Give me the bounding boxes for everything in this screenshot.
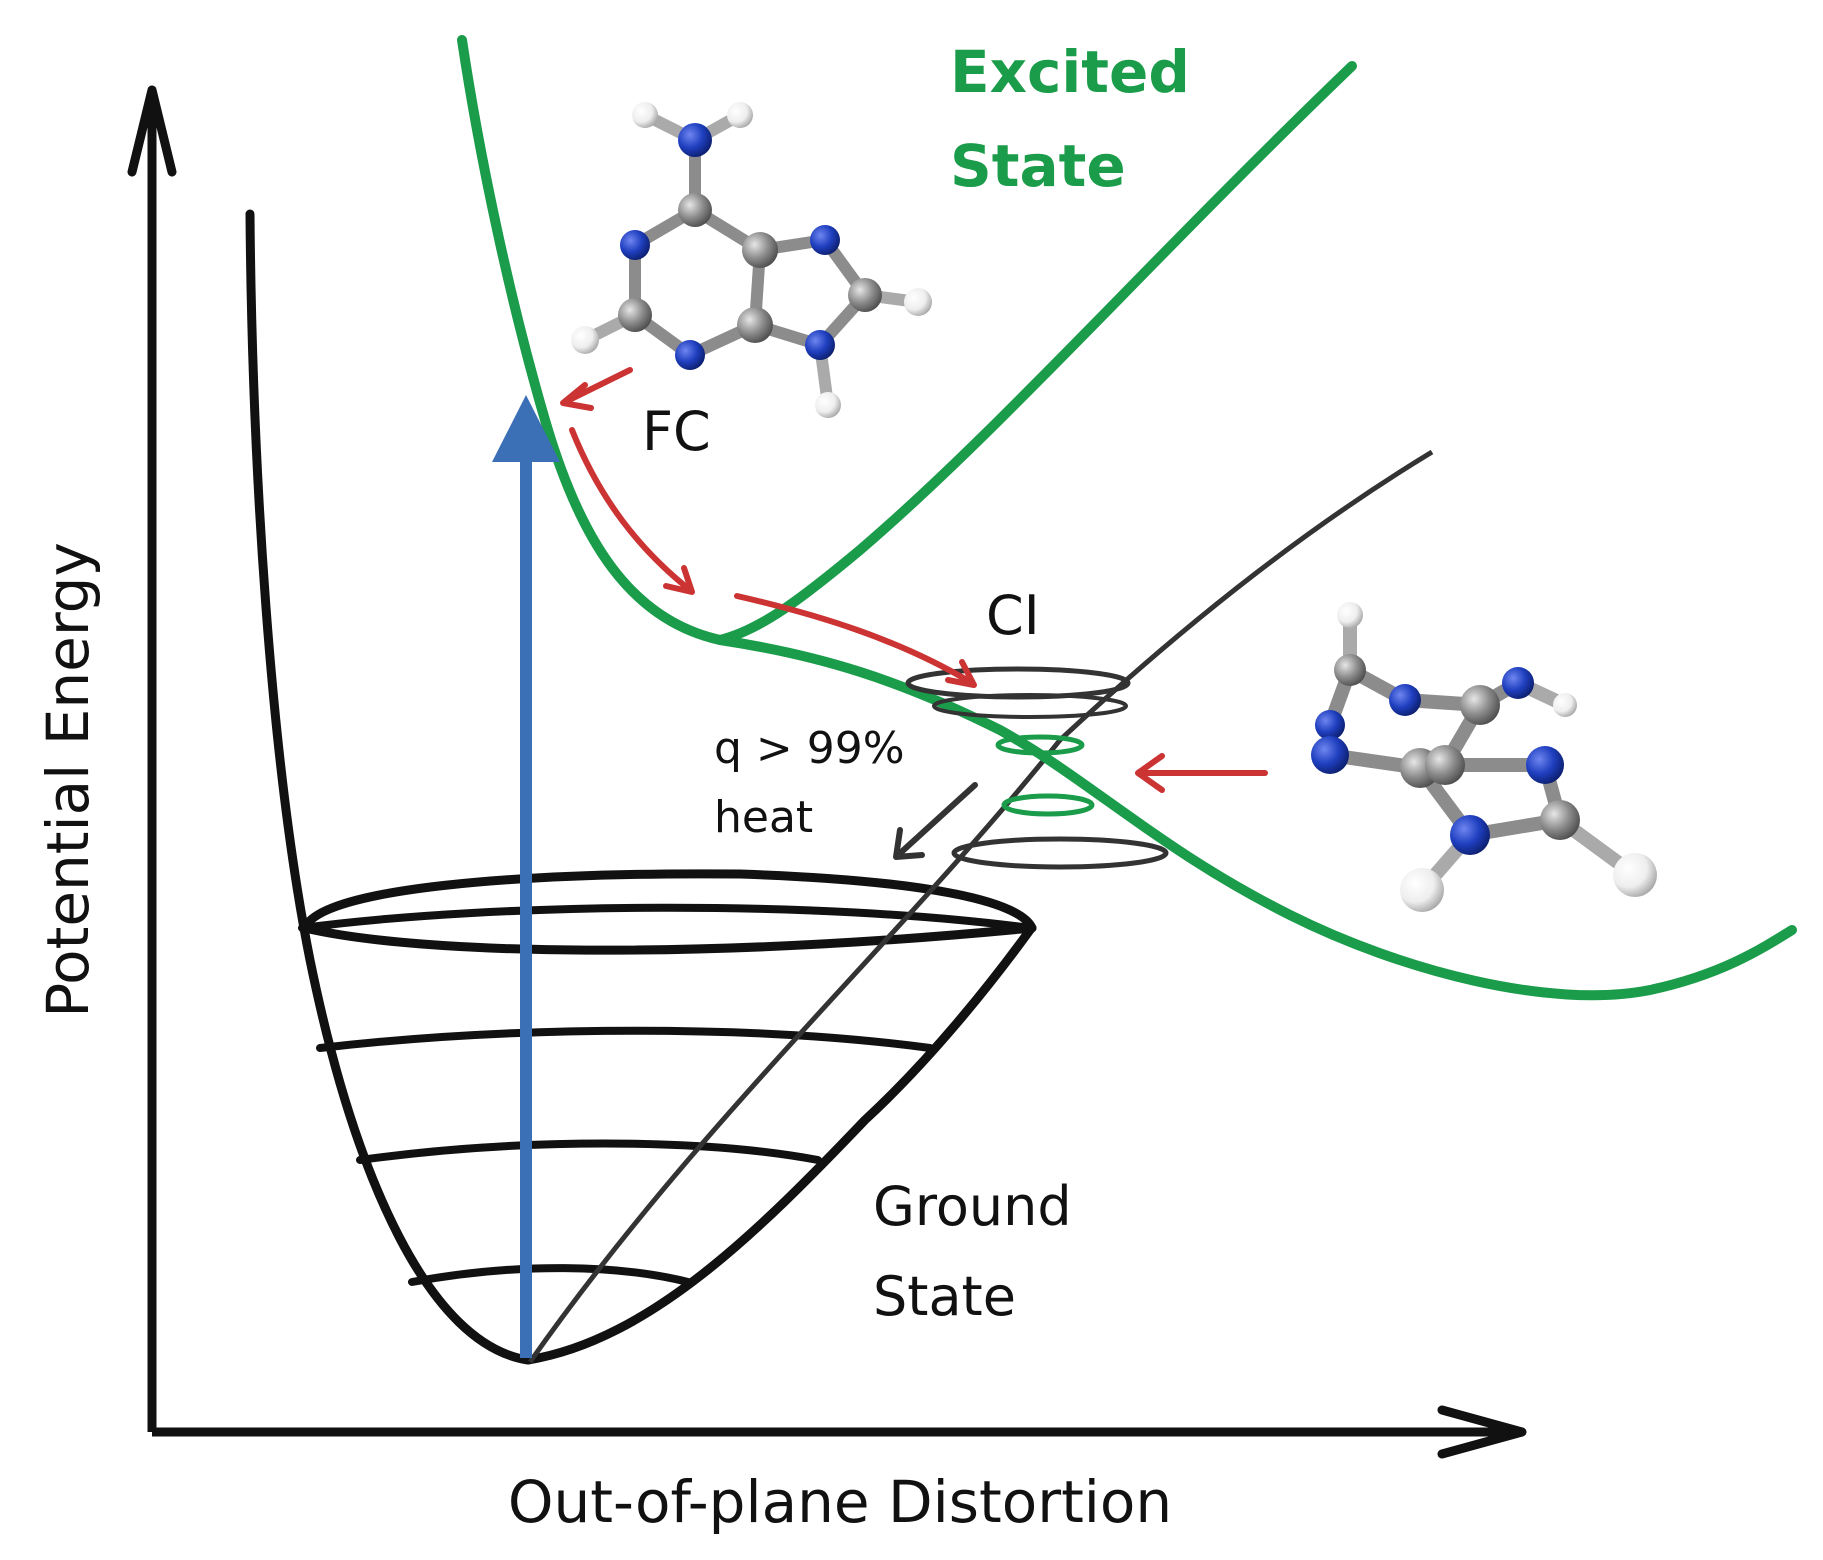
molecule-to-ci-arrow-head [1135, 753, 1165, 793]
ci-ring-middle [995, 734, 1085, 756]
excitation-arrow [492, 395, 560, 1358]
ground-state-label-line1: Ground [873, 1175, 1072, 1238]
vibrational-level-3 [298, 903, 1034, 932]
excited-state-label-line2: State [950, 132, 1126, 200]
ground-state-curve-right [523, 925, 1035, 1365]
ci-ring-lower-green [1001, 793, 1095, 817]
vibrational-level-4-top [300, 869, 1037, 933]
ground-state-curve-left [245, 209, 533, 1365]
x-axis-label: Out-of-plane Distortion [508, 1468, 1172, 1536]
fc-to-minimum-arrow-head [663, 565, 695, 595]
quantum-yield-label: q > 99% [714, 723, 905, 774]
y-axis-label: Potential Energy [34, 542, 102, 1018]
fc-to-minimum-arrow [569, 427, 693, 593]
adenine-planar-icon [571, 102, 932, 418]
ci-decay-arrow-shaft [894, 782, 978, 859]
ci-ring-upper-inner [932, 693, 1128, 719]
ground-state-branch-line [527, 449, 1434, 1364]
vibrational-level-0 [408, 1264, 692, 1286]
conical-intersection-rings [905, 666, 1169, 870]
fc-pointer-arrow-head [560, 382, 594, 411]
ground-state-label-line2: State [873, 1265, 1016, 1328]
excited-state-label-line1: Excited [950, 38, 1190, 106]
minimum-to-ci-arrow [734, 593, 975, 686]
heat-label: heat [714, 792, 813, 843]
adenine-distorted-icon [1311, 602, 1657, 912]
ci-ring-lower [951, 836, 1169, 870]
diagram-labels: Excited State FC CI q > 99% heat Ground … [642, 38, 1190, 1328]
minimum-to-ci-arrow-head [945, 659, 977, 688]
ci-decay-arrow-head [893, 827, 925, 860]
vibrational-level-2 [316, 1026, 934, 1052]
ci-decay-arrow [893, 782, 978, 860]
excited-state-surface [457, 35, 1797, 1001]
ci-ring-upper [905, 666, 1131, 700]
fc-pointer-arrow [562, 367, 633, 405]
x-axis-arrowhead [1437, 1405, 1527, 1459]
excitation-arrow-head [492, 395, 560, 462]
ci-label: CI [986, 584, 1040, 647]
fc-label: FC [642, 400, 711, 463]
vibrational-level-1 [356, 1139, 822, 1164]
excited-state-curve-upper [715, 61, 1357, 645]
relaxation-pathway-arrows [560, 367, 1268, 793]
excited-state-curve-main [457, 35, 1797, 1001]
y-axis-arrowhead [127, 85, 177, 177]
axes: Out-of-plane Distortion Potential Energy [34, 85, 1527, 1536]
vibrational-level-4-bottom [300, 923, 1037, 955]
ground-state-well [245, 209, 1037, 1365]
